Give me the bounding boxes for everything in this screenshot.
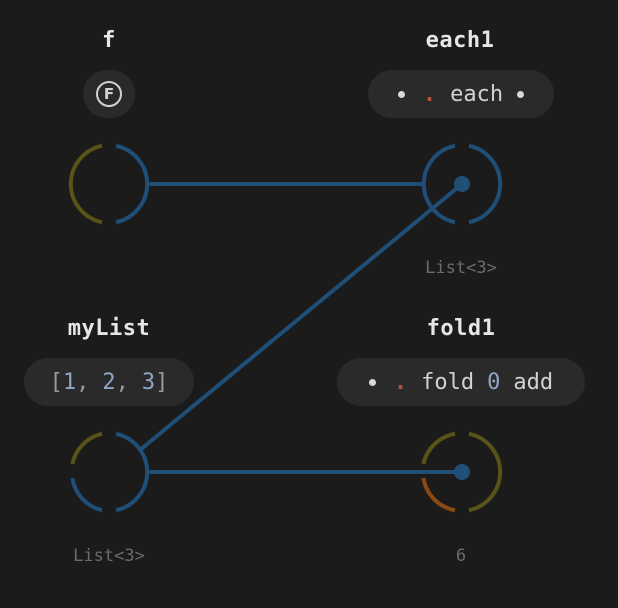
- node-mylist-type: List<3>: [73, 546, 145, 566]
- node-mylist-port[interactable]: [70, 431, 150, 513]
- function-name: fold: [421, 369, 475, 395]
- list-open-bracket: [: [49, 369, 63, 395]
- each1-input-connector[interactable]: [454, 176, 470, 192]
- node-fold1-expression[interactable]: . fold 0 add: [337, 358, 585, 406]
- node-mylist-expression[interactable]: [ 1 , 2 , 3 ]: [24, 358, 194, 406]
- node-fold1-port[interactable]: [421, 431, 503, 513]
- node-mylist-title: myList: [67, 316, 151, 341]
- argument-placeholder-dot[interactable]: [517, 90, 525, 98]
- fold-initial-value[interactable]: 0: [487, 369, 501, 395]
- function-name: each: [450, 81, 504, 107]
- node-each1-expression[interactable]: . each: [368, 70, 554, 118]
- list-separator: ,: [115, 369, 129, 395]
- node-each1-port[interactable]: [421, 143, 503, 225]
- wire-mylist-to-each1[interactable]: [138, 182, 464, 452]
- node-fold1-type: 6: [455, 546, 467, 566]
- node-each1-type: List<3>: [425, 258, 497, 278]
- function-letter-f-icon: F: [96, 81, 122, 107]
- list-close-bracket: ]: [155, 369, 169, 395]
- node-fold1-title: fold1: [426, 316, 496, 341]
- node-f-expression[interactable]: F: [83, 70, 135, 118]
- node-each1-title: each1: [425, 28, 495, 53]
- function-icon-glyph: F: [103, 84, 115, 103]
- node-f-title: f: [102, 28, 116, 53]
- list-item-1: 1: [62, 369, 77, 395]
- input-placeholder-dot[interactable]: [368, 378, 376, 386]
- fold-function-argument[interactable]: add: [513, 369, 554, 395]
- list-item-3: 3: [141, 369, 156, 395]
- input-placeholder-dot[interactable]: [397, 90, 405, 98]
- node-f-port[interactable]: [68, 143, 150, 225]
- pipe-operator: .: [422, 81, 437, 107]
- list-separator: ,: [76, 369, 90, 395]
- list-item-2: 2: [102, 369, 116, 395]
- fold1-input-connector[interactable]: [454, 464, 470, 480]
- pipe-operator: .: [393, 369, 408, 395]
